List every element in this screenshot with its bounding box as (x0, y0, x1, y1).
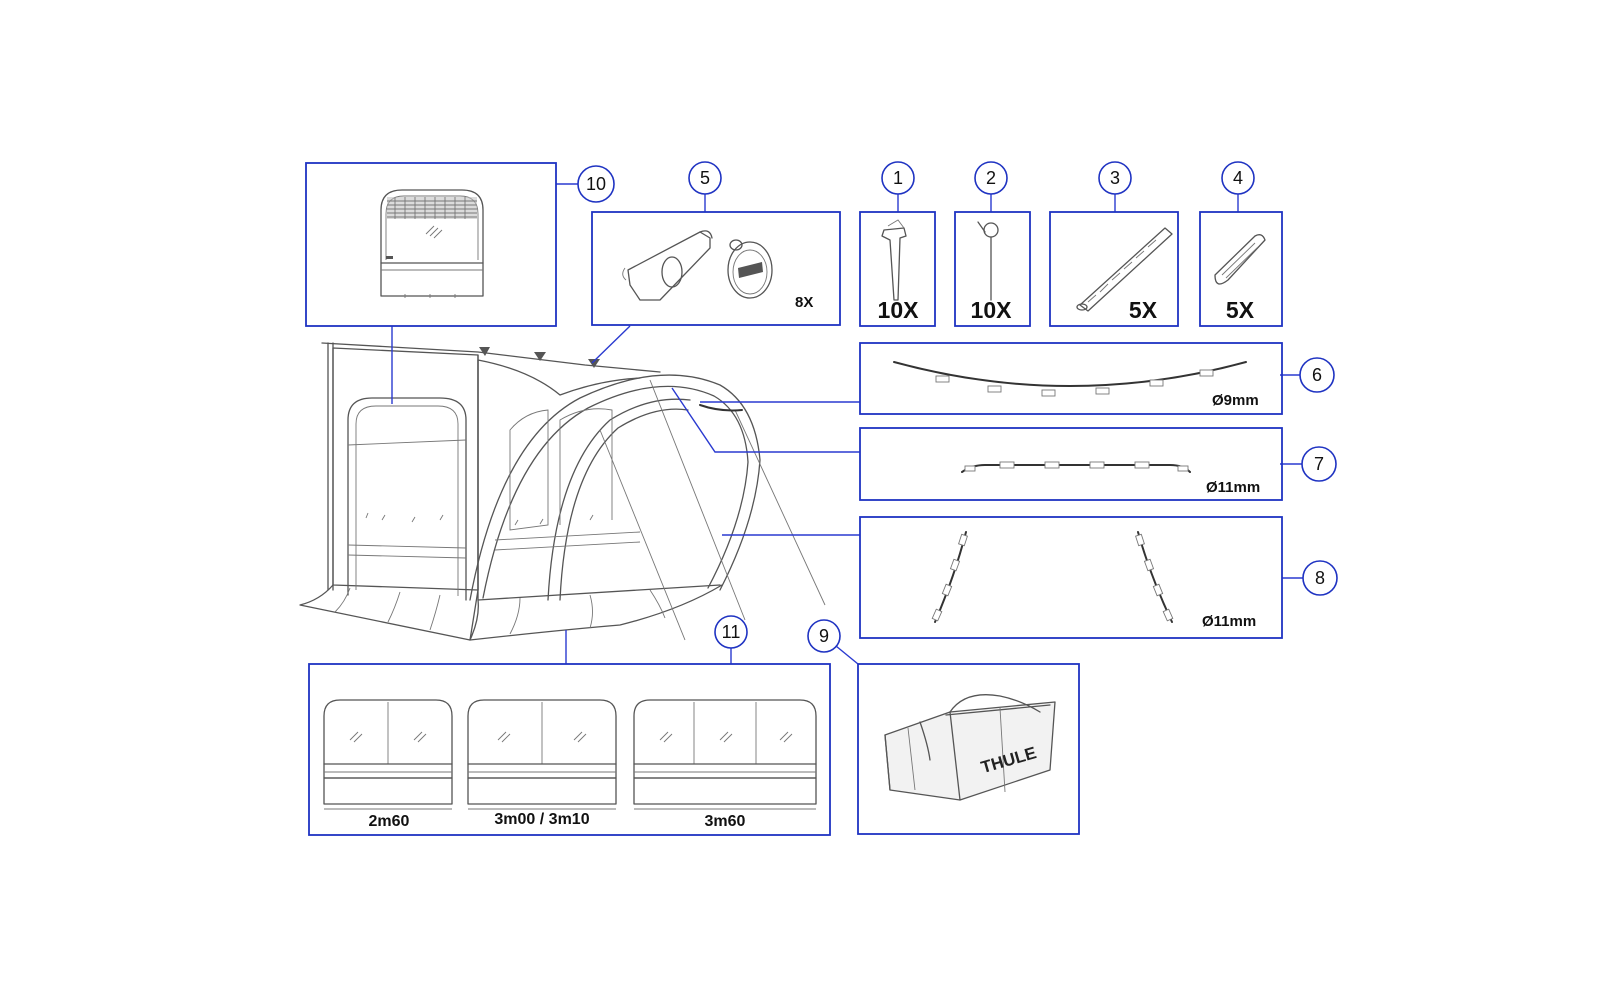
carry-bag-drawing: THULE (884, 694, 1056, 801)
box-part-6 (859, 342, 1283, 415)
callout-6-label: 6 (1312, 365, 1322, 385)
callout-1-label: 1 (893, 168, 903, 188)
box-part-2 (954, 211, 1031, 327)
callout-7: 7 (1301, 446, 1337, 482)
part-8-diameter: Ø11mm (1202, 613, 1256, 630)
front-panel-3m00 (467, 699, 617, 810)
panel-size-2m60: 2m60 (369, 813, 410, 830)
panel-size-3m00-3m10: 3m00 / 3m10 (494, 811, 589, 828)
callout-11: 11 (714, 615, 748, 649)
box-part-9 (857, 663, 1080, 835)
part-5-quantity: 8X (795, 294, 813, 311)
callout-11-label: 11 (722, 622, 741, 642)
callout-10-label: 10 (586, 174, 606, 194)
box-part-3 (1049, 211, 1179, 327)
cap-drawing (727, 239, 773, 299)
box-part-8 (859, 516, 1283, 639)
callout-2: 2 (974, 161, 1008, 195)
box-part-7 (859, 427, 1283, 501)
callout-7-label: 7 (1314, 454, 1324, 474)
box-part-5 (591, 211, 841, 326)
callout-10: 10 (577, 165, 615, 203)
callout-3: 3 (1098, 161, 1132, 195)
callout-4-label: 4 (1233, 168, 1243, 188)
callout-5: 5 (688, 161, 722, 195)
pin-peg-drawing (977, 221, 999, 301)
pole-9mm-drawing (893, 361, 1247, 397)
callout-9-label: 9 (819, 626, 829, 646)
callout-4: 4 (1221, 161, 1255, 195)
callout-8: 8 (1302, 560, 1338, 596)
front-panel-3m60 (633, 699, 817, 810)
box-part-4 (1199, 211, 1283, 327)
pole-11mm-drawing (961, 461, 1191, 473)
part-2-quantity: 10X (971, 297, 1013, 323)
part-4-quantity: 5X (1226, 297, 1255, 323)
front-panel-2m60 (323, 699, 453, 810)
callout-5-label: 5 (700, 168, 710, 188)
awning-illustration (299, 342, 826, 641)
box-part-11 (308, 663, 831, 836)
strap-drawing (1076, 227, 1173, 312)
part-1-quantity: 10X (878, 297, 920, 323)
callout-2-label: 2 (986, 168, 996, 188)
part-7-diameter: Ø11mm (1206, 479, 1260, 496)
clamp-drawing (622, 230, 713, 301)
part-6-diameter: Ø9mm (1212, 392, 1259, 409)
part-3-quantity: 5X (1129, 297, 1158, 323)
mesh-pattern (387, 197, 477, 219)
door-panel-drawing (380, 189, 484, 298)
box-part-10 (305, 162, 557, 327)
leader-lines (391, 183, 1303, 665)
part-boxes (305, 162, 1283, 836)
box-part-1 (859, 211, 936, 327)
callout-1: 1 (881, 161, 915, 195)
callout-3-label: 3 (1110, 168, 1120, 188)
callout-6: 6 (1299, 357, 1335, 393)
callout-8-label: 8 (1315, 568, 1325, 588)
callout-9: 9 (807, 619, 841, 653)
panel-size-3m60: 3m60 (705, 813, 746, 830)
peg-drawing (881, 219, 907, 301)
loop-drawing (1214, 234, 1266, 285)
side-poles-drawing (931, 531, 1174, 623)
